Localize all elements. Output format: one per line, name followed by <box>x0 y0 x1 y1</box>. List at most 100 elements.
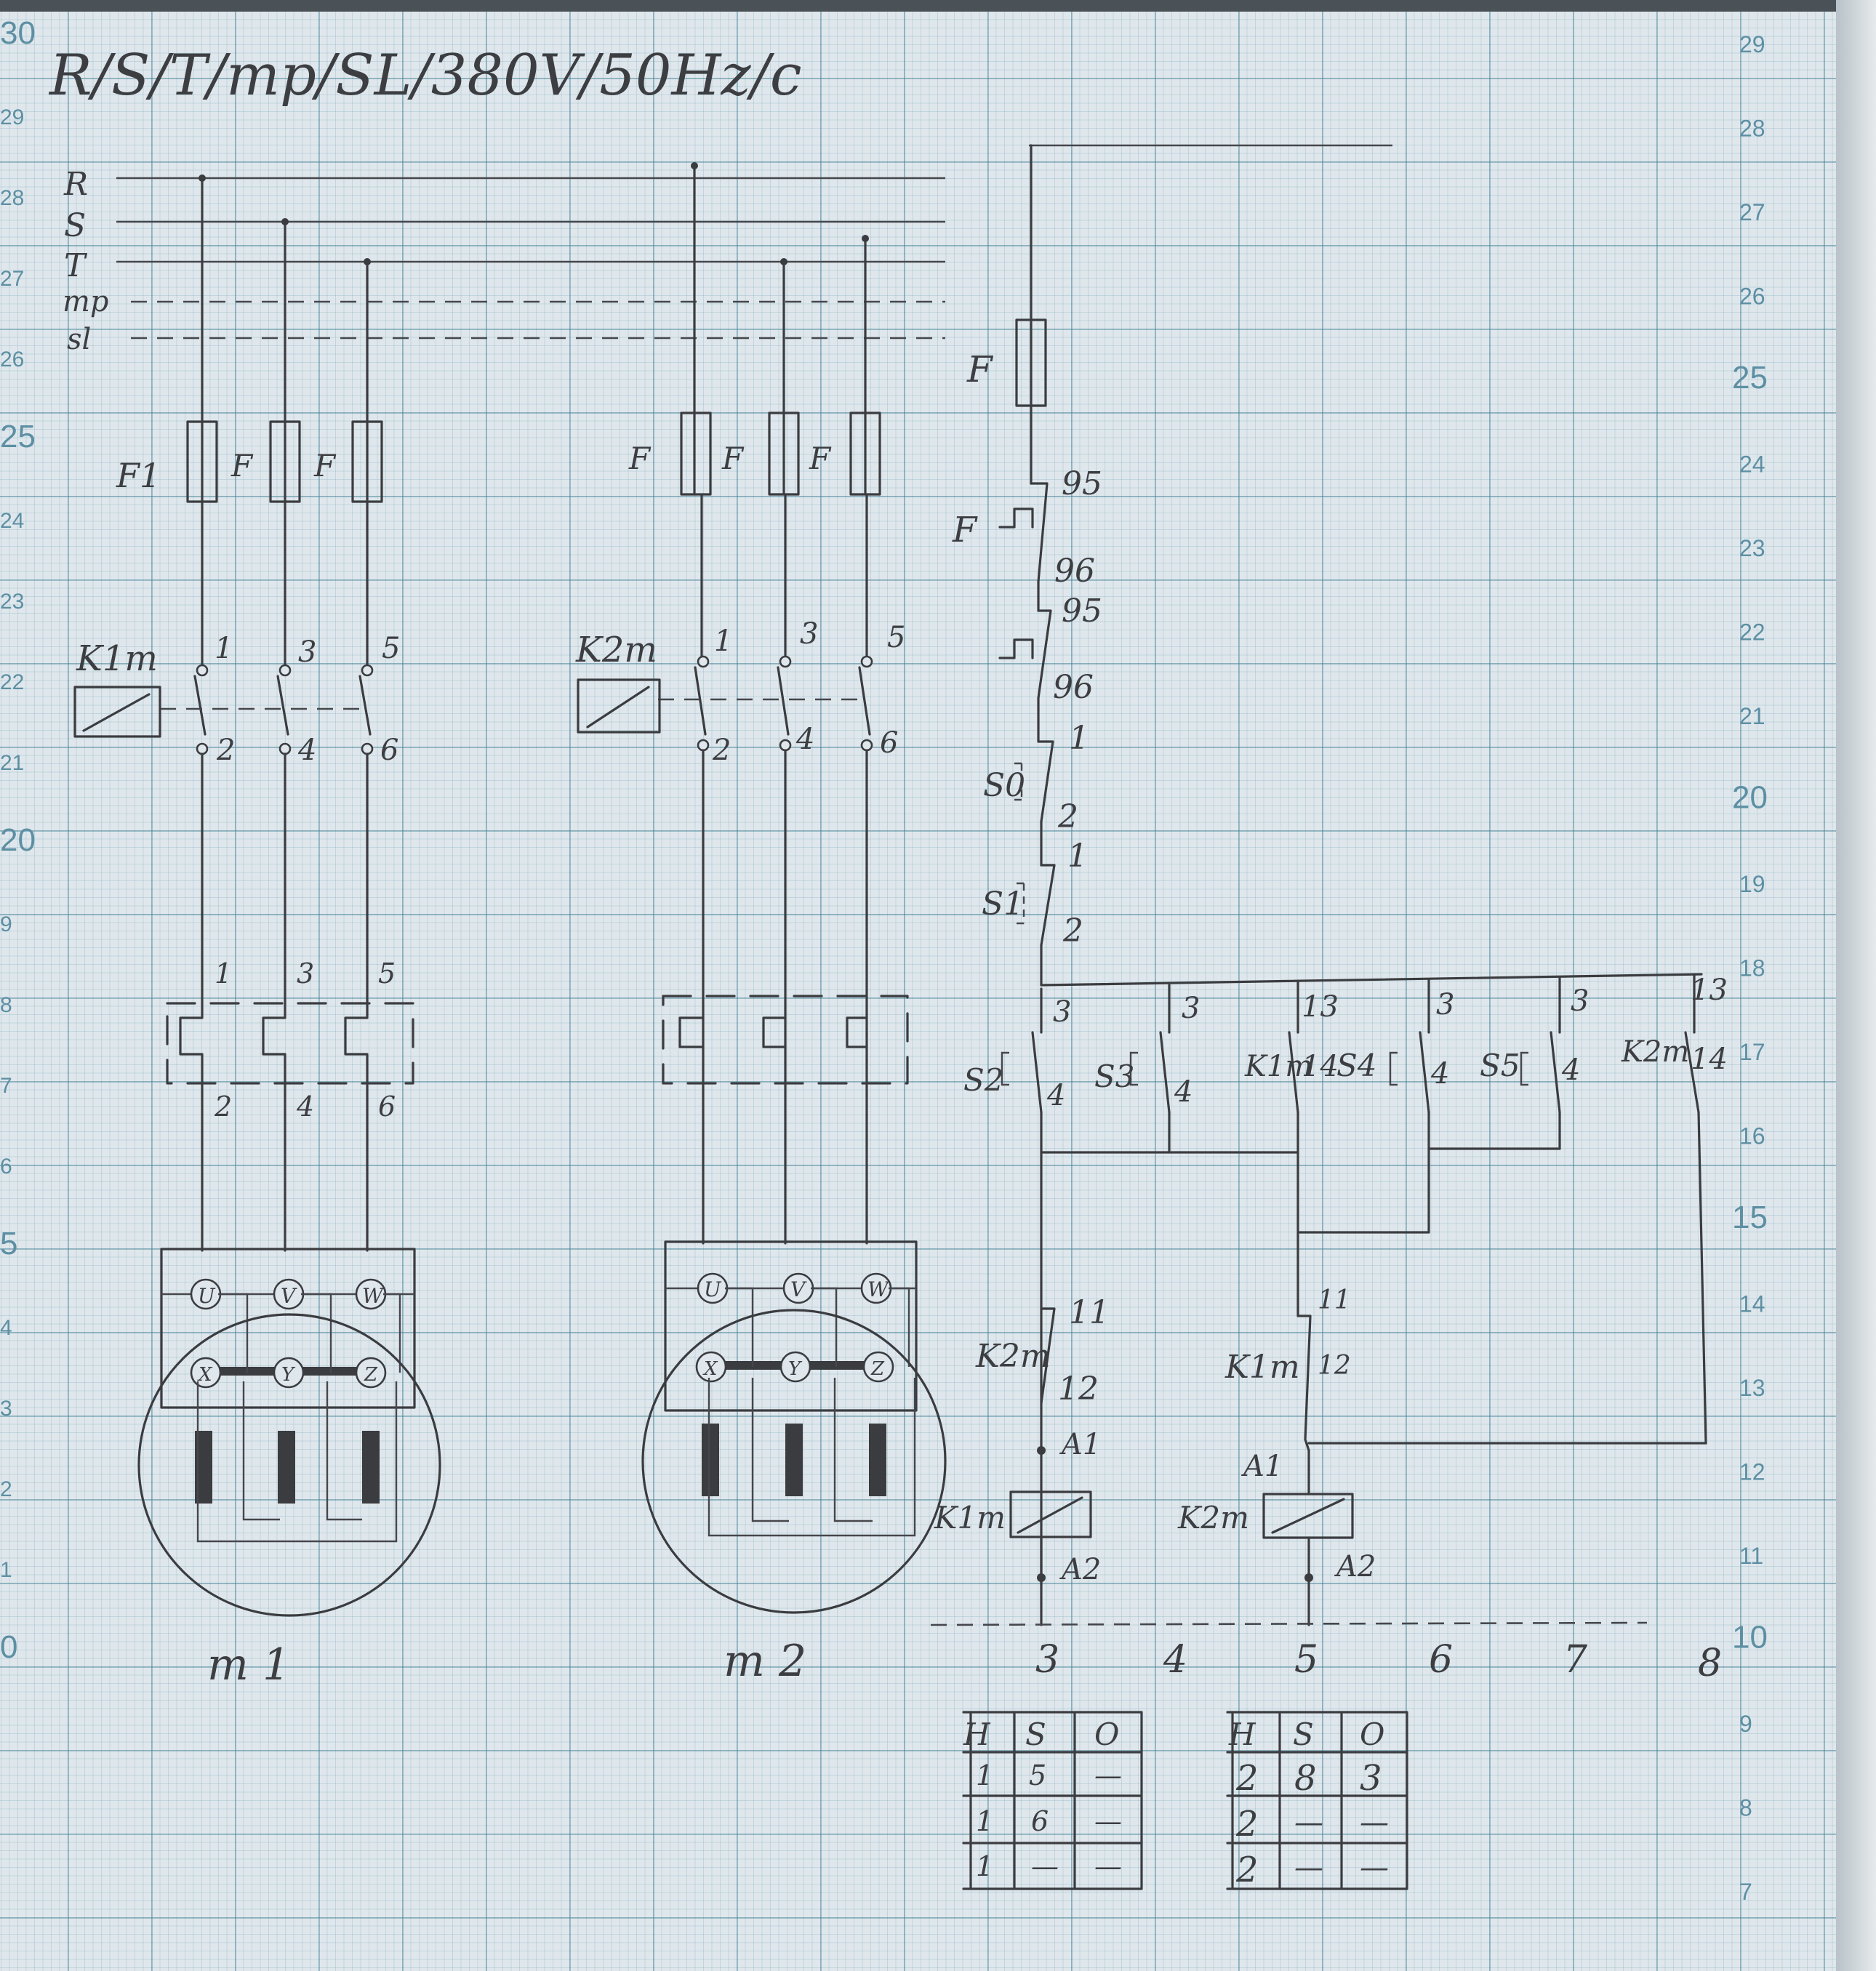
coil2-label: K2m <box>1177 1500 1249 1536</box>
btn-s2-label: S2 <box>963 1062 1004 1098</box>
grid-number-right: 21 <box>1739 703 1765 729</box>
t1-r2-h: 1 <box>976 1805 993 1837</box>
m1-contact-bottom-2: 2 <box>216 734 235 767</box>
thermal1-top: 95 <box>1062 465 1102 502</box>
paper-right-margin <box>1836 0 1876 1971</box>
grid-number-left: 1 <box>0 1558 12 1582</box>
ctrl-fuse-label: F <box>966 348 994 390</box>
btn-s2-top: 3 <box>1053 995 1071 1029</box>
m2-fuse-label-1: F <box>628 441 652 476</box>
grid-number-right: 18 <box>1739 955 1765 982</box>
t1-header-o: O <box>1094 1717 1119 1752</box>
m1-contact-top-5: 5 <box>382 632 400 665</box>
thermal1-bottom: 96 <box>1054 553 1095 590</box>
t1-r3-h: 1 <box>976 1850 993 1882</box>
t1-r1-o: — <box>1094 1759 1122 1791</box>
btn-k1m-label: K1m <box>1244 1050 1312 1083</box>
m1-relay-bottom-6: 6 <box>378 1091 396 1123</box>
btn-s4-bottom: 4 <box>1430 1057 1449 1091</box>
grid-number-left: 5 <box>0 1226 17 1261</box>
m2-contact-bottom-2: 2 <box>712 734 731 767</box>
t2-r2-s: — <box>1294 1806 1323 1839</box>
m1-fuse-label-2: F <box>231 448 254 483</box>
coil1-label: K1m <box>934 1500 1006 1536</box>
m1-terminal-v: V <box>281 1284 297 1308</box>
m1-relay-top-5: 5 <box>378 958 396 989</box>
m2-terminal-x: X <box>702 1358 718 1380</box>
btn-s5-bottom: 4 <box>1561 1053 1580 1087</box>
grid-number-right: 28 <box>1739 116 1765 142</box>
grid-number-left: 20 <box>0 822 36 858</box>
grid-number-left: 30 <box>0 15 36 51</box>
grid-number-left: 29 <box>0 105 24 129</box>
btn-k2m-bottom: 14 <box>1691 1043 1728 1076</box>
btn-s5-top: 3 <box>1571 984 1589 1018</box>
t1-r1-s: 5 <box>1029 1759 1046 1791</box>
btn-s3-top: 3 <box>1182 992 1200 1025</box>
stop0-top: 1 <box>1069 720 1089 757</box>
interlock2-label: K1m <box>1224 1349 1300 1386</box>
grid-number-left: 25 <box>0 419 36 454</box>
t2-r2-o: — <box>1360 1806 1389 1839</box>
m1-terminal-y: Y <box>281 1364 296 1386</box>
m1-relay-bottom-2: 2 <box>214 1091 232 1123</box>
control-labels: F F 95 96 95 96 S0 1 2 S1 1 2 S2 3 4 S3 … <box>934 348 1728 1685</box>
m2-contact-bottom-4: 4 <box>795 723 814 756</box>
grid-number-right: 9 <box>1739 1711 1752 1737</box>
t2-r1-s: 8 <box>1294 1758 1317 1799</box>
grid-number-right: 22 <box>1739 619 1765 646</box>
header-title: R/S/T/mp/SL/380V/50Hz/c <box>48 43 802 108</box>
m1-relay-top-1: 1 <box>215 958 232 989</box>
t1-r1-h: 1 <box>976 1759 993 1791</box>
paper-edge-shadow <box>0 0 1876 12</box>
m1-relay-bottom-4: 4 <box>296 1091 314 1123</box>
m2-contact-top-3: 3 <box>800 617 818 651</box>
t2-r3-o: — <box>1360 1851 1389 1884</box>
contact-table-1: H S O 1 5 — 1 6 — 1 — — <box>962 1711 1143 1890</box>
m1-terminal-z: Z <box>364 1364 378 1386</box>
btn-k1m-bottom: 14 <box>1302 1050 1339 1083</box>
t2-r2-h: 2 <box>1235 1804 1259 1844</box>
column-8: 8 <box>1698 1642 1722 1685</box>
m1-terminal-w: W <box>362 1284 385 1308</box>
bus-label-s: S <box>64 207 86 244</box>
m2-fuse-label-3: F <box>809 441 832 476</box>
grid-number-left: 22 <box>0 670 24 694</box>
grid-number-right: 14 <box>1739 1291 1765 1317</box>
m2-contact-top-1: 1 <box>714 625 732 658</box>
bus-labels: R S T mp sl <box>63 166 109 356</box>
grid-number-left: 3 <box>0 1397 12 1421</box>
motor1-label: m 1 <box>207 1639 290 1690</box>
grid-number-left: 6 <box>0 1155 12 1179</box>
coil2-a2: A2 <box>1334 1550 1376 1583</box>
bus-label-t: T <box>64 247 88 284</box>
thermal2-top: 95 <box>1062 593 1102 630</box>
m1-relay-top-3: 3 <box>297 958 314 989</box>
m2-terminal-y: Y <box>788 1358 803 1380</box>
grid-number-right: 10 <box>1732 1620 1768 1655</box>
m2-terminal-z: Z <box>870 1358 885 1380</box>
stop0-bottom: 2 <box>1057 798 1078 835</box>
btn-s4-label: S4 <box>1336 1048 1377 1083</box>
btn-s4-top: 3 <box>1436 988 1454 1021</box>
t1-header-h: H <box>963 1717 991 1752</box>
bus-lines <box>116 144 1392 340</box>
grid-number-right: 15 <box>1732 1200 1768 1235</box>
interlock2-top: 11 <box>1318 1285 1351 1315</box>
grid-number-left: 27 <box>0 267 24 291</box>
t1-header-s: S <box>1025 1717 1046 1752</box>
grid-number-right: 20 <box>1732 780 1768 816</box>
btn-s5-label: S5 <box>1480 1048 1520 1083</box>
grid-number-left: 4 <box>0 1316 12 1340</box>
grid-number-right: 17 <box>1739 1039 1765 1065</box>
t2-header-h: H <box>1228 1717 1256 1752</box>
grid-number-right: 23 <box>1739 535 1765 561</box>
btn-s2-bottom: 4 <box>1046 1079 1065 1112</box>
grid-number-right: 25 <box>1732 360 1768 396</box>
m2-terminal-u: U <box>704 1277 722 1301</box>
bus-label-mp: mp <box>63 285 109 318</box>
motor2-power-circuit <box>577 162 947 1614</box>
